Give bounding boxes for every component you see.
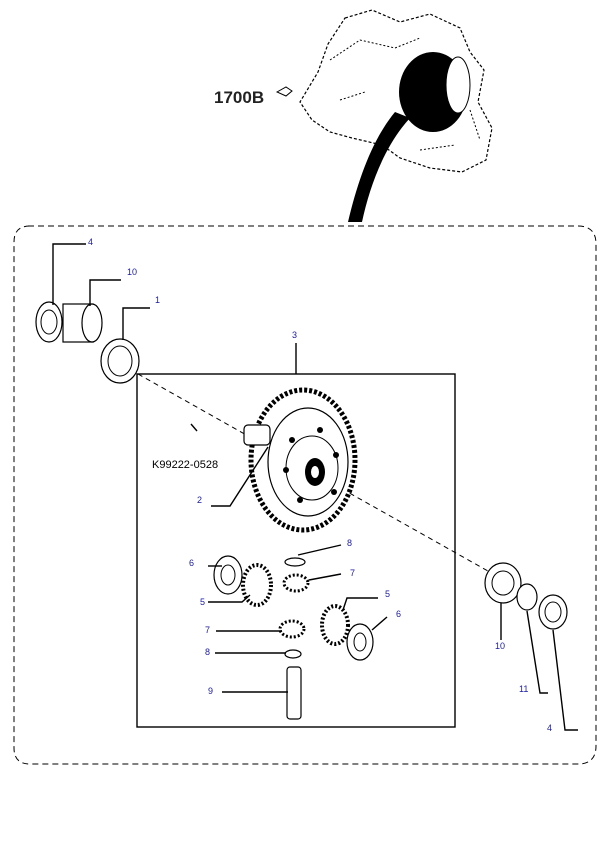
callout-2: 2 [197, 495, 202, 505]
callout-9: 9 [208, 686, 213, 696]
callout-numbers: 4 10 1 3 2 8 6 7 5 5 6 7 8 9 10 11 4 [88, 237, 552, 733]
washer-right [346, 623, 374, 661]
arrow-icon [275, 86, 293, 97]
callout-4-top: 4 [88, 237, 93, 247]
right-bearing-set [484, 562, 568, 630]
callout-6-left: 6 [189, 558, 194, 568]
assembly-boundary [13, 225, 597, 765]
side-gear-right [320, 604, 350, 646]
callout-8-top: 8 [347, 538, 352, 548]
oil-seal-right [538, 594, 568, 630]
callout-10-top: 10 [127, 267, 137, 277]
callout-5-left: 5 [200, 597, 205, 607]
assembly-code: 1700B [214, 88, 264, 107]
callout-6-right: 6 [396, 609, 401, 619]
callout-4-right: 4 [547, 723, 552, 733]
bearing-right [484, 562, 522, 604]
callout-10-right: 10 [495, 641, 505, 651]
callout-8-bottom: 8 [205, 647, 210, 657]
assembly-code-label: 1700B [214, 86, 293, 107]
callout-5-right: 5 [385, 589, 390, 599]
washer-left [213, 555, 243, 595]
callout-1: 1 [155, 295, 160, 305]
subpart-code: K99222-0528 [152, 459, 218, 471]
oil-seal-left [35, 301, 63, 343]
pin-icon [190, 423, 198, 432]
ring-gear [190, 387, 358, 533]
pinion-gears [213, 555, 374, 720]
callout-7-bottom: 7 [205, 625, 210, 635]
callout-11: 11 [519, 684, 528, 694]
pinion-shaft [286, 666, 302, 720]
side-gear-left [241, 563, 273, 607]
leader-lines [52, 243, 578, 731]
bearing-race-left [100, 338, 140, 384]
callout-7-top: 7 [350, 568, 355, 578]
transmission-housing [299, 9, 493, 222]
left-bearing-set [35, 301, 140, 384]
callout-3: 3 [292, 330, 297, 340]
shim-right [516, 583, 538, 611]
